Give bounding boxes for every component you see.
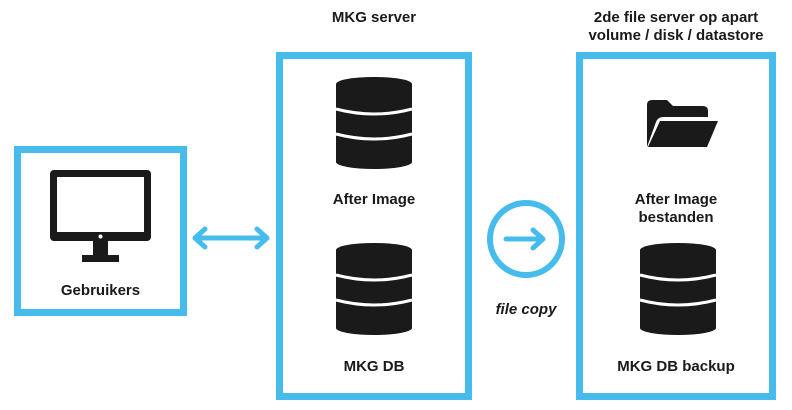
mkg-server-title: MKG server	[331, 9, 417, 26]
client-label: Gebruikers	[60, 282, 141, 299]
after-image-label: After Image	[332, 191, 416, 208]
file-server-title-line1: 2de file server op apart	[593, 9, 759, 26]
monitor-icon	[49, 169, 152, 264]
mkg-db-backup-label: MKG DB backup	[617, 358, 735, 375]
database-icon	[334, 76, 414, 170]
database-icon	[334, 242, 414, 336]
database-icon	[638, 242, 718, 336]
circle-arrow-icon	[484, 197, 568, 281]
mkg-db-label: MKG DB	[343, 358, 405, 375]
double-arrow-icon	[190, 225, 272, 251]
after-image-files-label-line2: bestanden	[638, 209, 714, 226]
after-image-files-label-line1: After Image	[634, 191, 718, 208]
file-copy-label: file copy	[495, 301, 557, 318]
folder-icon	[645, 97, 721, 149]
file-server-title-line2: volume / disk / datastore	[588, 27, 764, 44]
